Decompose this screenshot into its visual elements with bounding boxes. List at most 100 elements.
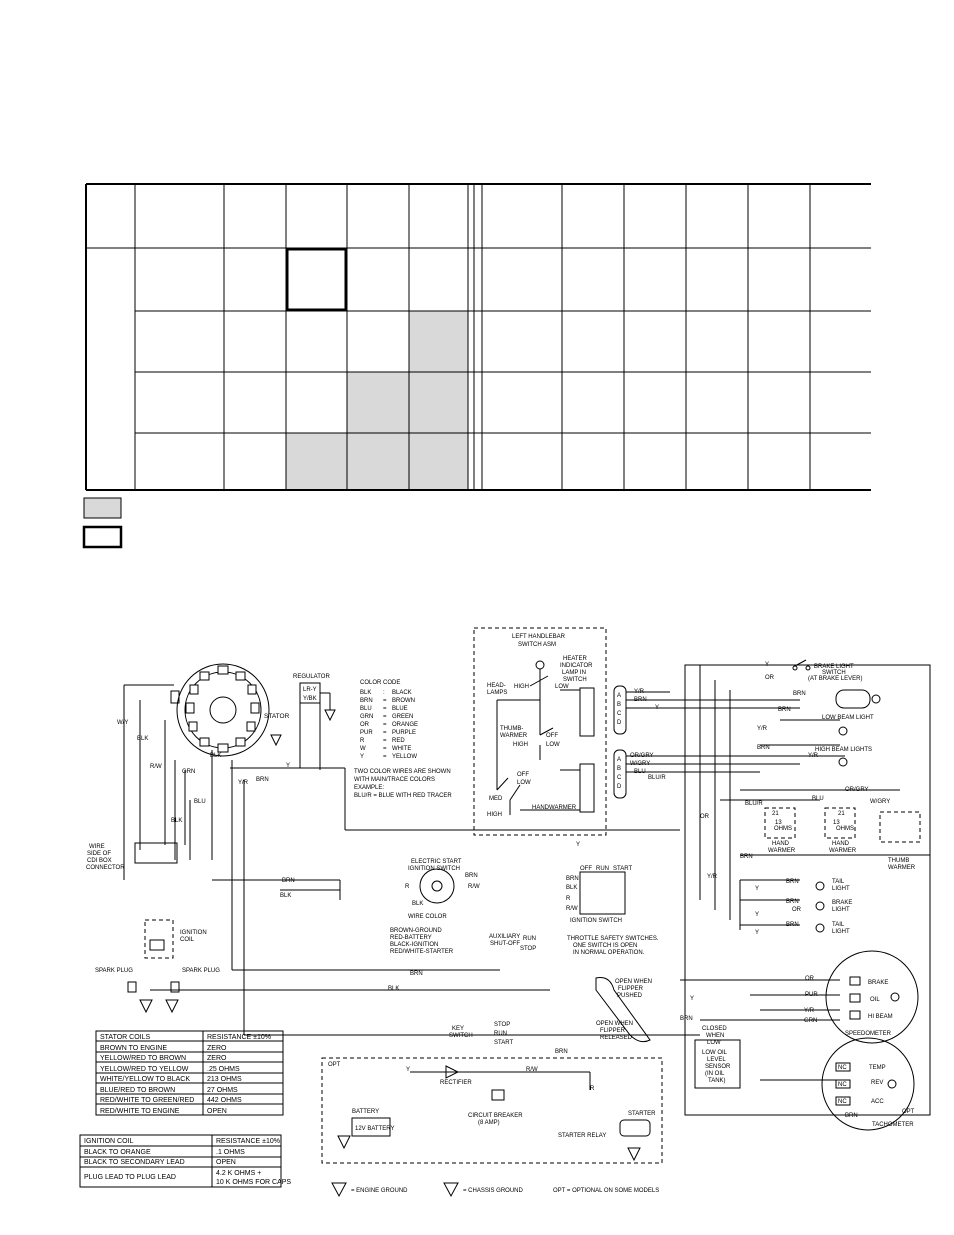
svg-text:R/W: R/W (566, 906, 578, 912)
svg-text:YELLOW: YELLOW (392, 754, 417, 760)
svg-text:RECTIFIER: RECTIFIER (440, 1080, 472, 1086)
svg-text:21: 21 (838, 811, 845, 817)
svg-text:LOW: LOW (555, 684, 569, 690)
svg-text:IGNITION COIL: IGNITION COIL (84, 1138, 134, 1145)
svg-text:LOW BEAM LIGHT: LOW BEAM LIGHT (822, 715, 874, 721)
svg-text:BRN: BRN (465, 873, 478, 879)
svg-text:R/W: R/W (468, 884, 480, 890)
svg-text:IN NORMAL OPERATION.: IN NORMAL OPERATION. (573, 950, 645, 956)
outlined-cell (285, 247, 348, 312)
svg-text:BLK: BLK (210, 753, 221, 759)
svg-text:WHITE/YELLOW TO BLACK: WHITE/YELLOW TO BLACK (100, 1076, 190, 1083)
svg-text:OPEN WHEN: OPEN WHEN (596, 1021, 633, 1027)
svg-text:OPEN WHEN: OPEN WHEN (615, 979, 652, 985)
svg-text:BLU: BLU (194, 799, 206, 805)
svg-text:WHEN: WHEN (706, 1033, 724, 1039)
svg-text:STOP: STOP (494, 1022, 510, 1028)
svg-text:ZERO: ZERO (207, 1045, 227, 1052)
svg-text:OFF: OFF (580, 866, 592, 872)
svg-text:RESISTANCE ±10%: RESISTANCE ±10% (216, 1138, 280, 1145)
svg-text:MED: MED (489, 796, 503, 802)
svg-text:BRN: BRN (786, 922, 799, 928)
ground-legend: = ENGINE GROUND = CHASSIS GROUND OPT = O… (331, 1182, 659, 1198)
svg-text:BRN: BRN (634, 697, 647, 703)
svg-text:WIRE COLOR: WIRE COLOR (408, 914, 447, 920)
svg-text:R: R (405, 884, 410, 890)
svg-text:BLUE/RED TO BROWN: BLUE/RED TO BROWN (100, 1087, 175, 1094)
svg-text:BRN: BRN (786, 899, 799, 905)
svg-text:=: = (383, 738, 387, 744)
svg-text:ELECTRIC START: ELECTRIC START (411, 859, 462, 865)
svg-text:A: A (617, 757, 621, 763)
svg-text:R/W: R/W (526, 1067, 538, 1073)
svg-text::: : (383, 690, 385, 696)
wire-labels: W/Y BLK R/W GRN BLK Y/R BRN Y BLU BLK BR… (117, 662, 890, 1119)
svg-text:TACHOMETER: TACHOMETER (872, 1122, 914, 1128)
svg-text:4.2 K OHMS +: 4.2 K OHMS + (216, 1170, 261, 1177)
svg-text:(8 AMP): (8 AMP) (478, 1120, 500, 1126)
svg-text:PLUG LEAD TO PLUG LEAD: PLUG LEAD TO PLUG LEAD (84, 1174, 176, 1181)
color-code-title: COLOR CODE (360, 680, 400, 686)
svg-text:HI BEAM: HI BEAM (868, 1014, 893, 1020)
svg-text:BRN: BRN (757, 745, 770, 751)
left-wiring (123, 684, 700, 1090)
svg-text:BRAKE LIGHT: BRAKE LIGHT (814, 664, 854, 670)
svg-text:WHITE: WHITE (392, 746, 411, 752)
electric-start-switch: ELECTRIC START IGNITION SWITCH R BRN R/W… (390, 859, 480, 955)
legend-outlined-swatch (82, 525, 123, 549)
svg-text:STOP: STOP (520, 946, 536, 952)
svg-text:27 OHMS: 27 OHMS (207, 1087, 238, 1094)
svg-text:CONNECTOR: CONNECTOR (86, 865, 125, 871)
svg-text:=: = (383, 722, 387, 728)
svg-text:.25 OHMS: .25 OHMS (207, 1066, 240, 1073)
svg-text:BLU/R = BLUE WITH RED TRACER: BLU/R = BLUE WITH RED TRACER (354, 793, 452, 799)
svg-text:LIGHT: LIGHT (832, 929, 850, 935)
svg-text:BROWN: BROWN (392, 698, 415, 704)
shaded-cell (347, 372, 409, 433)
svg-text:Y/BK: Y/BK (303, 696, 317, 702)
svg-text:BROWN TO ENGINE: BROWN TO ENGINE (100, 1045, 167, 1052)
svg-text:=: = (383, 714, 387, 720)
svg-text:WARMER: WARMER (500, 733, 528, 739)
svg-text:STARTER RELAY: STARTER RELAY (558, 1133, 606, 1139)
svg-text:BLU: BLU (360, 706, 372, 712)
svg-text:.1 OHMS: .1 OHMS (216, 1149, 245, 1156)
svg-text:OR/GRY: OR/GRY (630, 753, 654, 759)
svg-text:WARMER: WARMER (768, 848, 796, 854)
svg-text:RED/WHITE-STARTER: RED/WHITE-STARTER (390, 949, 454, 955)
svg-text:OFF: OFF (517, 772, 529, 778)
svg-text:GRN: GRN (182, 769, 195, 775)
svg-text:INDICATOR: INDICATOR (560, 663, 593, 669)
hand-warmer-left: 21 13 OHMS HAND WARMER (764, 807, 796, 854)
svg-text:BRN: BRN (740, 854, 753, 860)
right-wiring (626, 664, 931, 1116)
svg-text:BRN: BRN (256, 777, 269, 783)
svg-text:BRN: BRN (360, 698, 373, 704)
svg-text:BATTERY: BATTERY (352, 1109, 379, 1115)
svg-text:COIL: COIL (180, 937, 195, 943)
svg-text:C: C (617, 775, 622, 781)
svg-text:(AT BRAKE LEVER): (AT BRAKE LEVER) (808, 676, 862, 682)
svg-text:LAMPS: LAMPS (487, 690, 507, 696)
svg-text:13: 13 (775, 820, 782, 826)
svg-text:ZERO: ZERO (207, 1055, 227, 1062)
svg-text:HIGH: HIGH (487, 812, 502, 818)
svg-text:GRN: GRN (360, 714, 373, 720)
svg-text:SENSOR: SENSOR (705, 1064, 731, 1070)
cc-code: BLK (360, 690, 371, 696)
svg-text:B: B (617, 702, 621, 708)
svg-text:GRN: GRN (804, 1018, 817, 1024)
svg-text:RUN: RUN (523, 936, 536, 942)
svg-text:BLU/R: BLU/R (745, 801, 763, 807)
svg-text:OR: OR (792, 907, 802, 913)
ignition-coil: IGNITION COIL (144, 919, 207, 959)
svg-text:OR: OR (360, 722, 370, 728)
svg-text:RUN: RUN (494, 1031, 507, 1037)
optional-electric-start: OPT RECTIFIER BATTERY 12V BATTERY CIRCUI… (321, 1057, 663, 1164)
svg-text:W: W (360, 746, 366, 752)
svg-text:BLK: BLK (412, 901, 423, 907)
hand-warmer-right: 21 13 OHMS HAND WARMER (824, 807, 857, 854)
svg-text:HIGH BEAM LIGHTS: HIGH BEAM LIGHTS (815, 747, 872, 753)
